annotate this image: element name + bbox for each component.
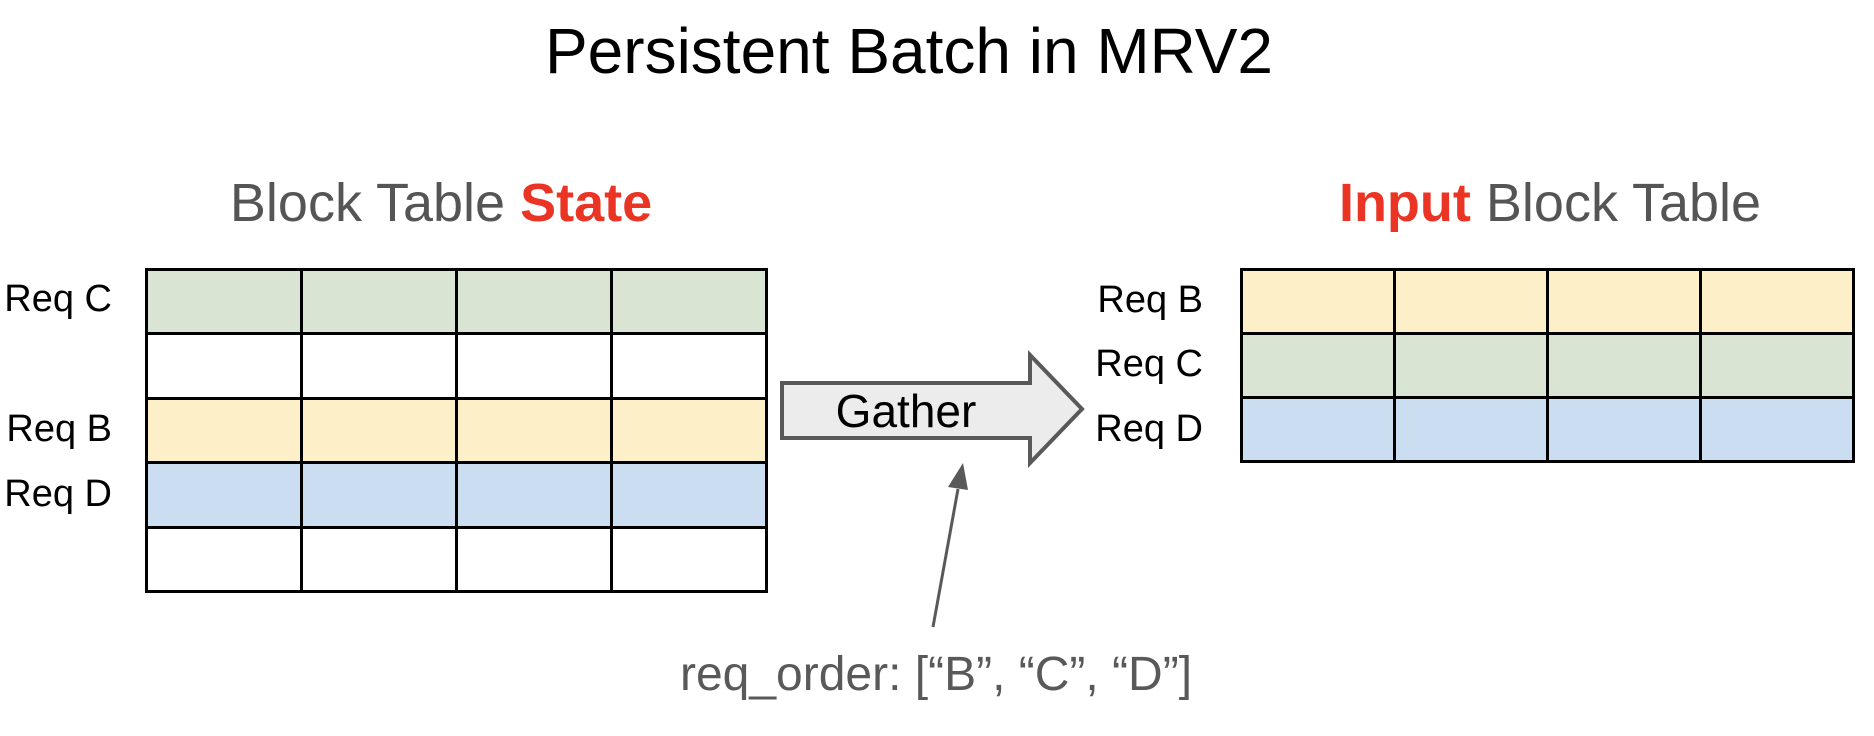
block-cell xyxy=(1699,396,1855,463)
block-cell xyxy=(145,332,303,400)
gather-arrow-label: Gather xyxy=(835,384,977,437)
block-cell xyxy=(455,525,613,594)
table-row xyxy=(145,525,768,594)
block-table-state xyxy=(145,267,768,594)
row-label-req-d: Req D xyxy=(1095,408,1203,450)
row-label-req-c: Req C xyxy=(4,278,112,320)
block-cell xyxy=(145,525,303,594)
block-cell xyxy=(1240,268,1396,335)
block-cell xyxy=(610,396,768,465)
block-cell xyxy=(610,461,768,529)
table-row xyxy=(145,267,768,336)
block-cell xyxy=(145,396,303,465)
block-cell xyxy=(300,267,458,336)
block-cell xyxy=(300,461,458,529)
left-heading-highlight: State xyxy=(520,173,653,233)
block-cell xyxy=(455,396,613,465)
table-row xyxy=(145,461,768,529)
block-cell xyxy=(1393,396,1549,463)
req-order-annotation: req_order: [“B”, “C”, “D”] xyxy=(679,648,1193,701)
row-label-req-d: Req D xyxy=(4,473,112,515)
block-cell xyxy=(300,525,458,594)
block-cell xyxy=(610,525,768,594)
row-label-req-c: Req C xyxy=(1095,343,1203,385)
row-label-req-b: Req B xyxy=(1097,279,1203,321)
block-cell xyxy=(300,332,458,400)
row-label-req-b: Req B xyxy=(6,408,112,450)
block-cell xyxy=(1699,332,1855,399)
right-heading-highlight: Input xyxy=(1338,173,1471,233)
block-cell xyxy=(1546,332,1702,399)
block-cell xyxy=(1393,268,1549,335)
table-row xyxy=(1240,396,1855,463)
block-cell xyxy=(1546,268,1702,335)
block-cell xyxy=(145,267,303,336)
left-heading-prefix: Block Table xyxy=(229,173,521,233)
left-table-heading: Block Table State xyxy=(229,173,653,233)
input-block-table xyxy=(1240,268,1855,463)
table-row xyxy=(1240,332,1855,399)
slide-title: Persistent Batch in MRV2 xyxy=(544,15,1274,87)
block-cell xyxy=(455,461,613,529)
block-cell xyxy=(1393,332,1549,399)
block-cell xyxy=(455,332,613,400)
table-row xyxy=(145,396,768,465)
block-cell xyxy=(610,332,768,400)
right-heading-suffix: Block Table xyxy=(1470,173,1762,233)
block-cell xyxy=(1240,332,1396,399)
block-cell xyxy=(610,267,768,336)
table-row xyxy=(145,332,768,400)
annotation-arrowhead-icon xyxy=(948,463,968,490)
block-cell xyxy=(1699,268,1855,335)
table-row xyxy=(1240,268,1855,335)
block-cell xyxy=(1546,396,1702,463)
right-table-heading: Input Block Table xyxy=(1338,173,1762,233)
block-cell xyxy=(1240,396,1396,463)
annotation-arrow-line xyxy=(931,488,960,628)
block-cell xyxy=(300,396,458,465)
block-cell xyxy=(145,461,303,529)
block-cell xyxy=(455,267,613,336)
